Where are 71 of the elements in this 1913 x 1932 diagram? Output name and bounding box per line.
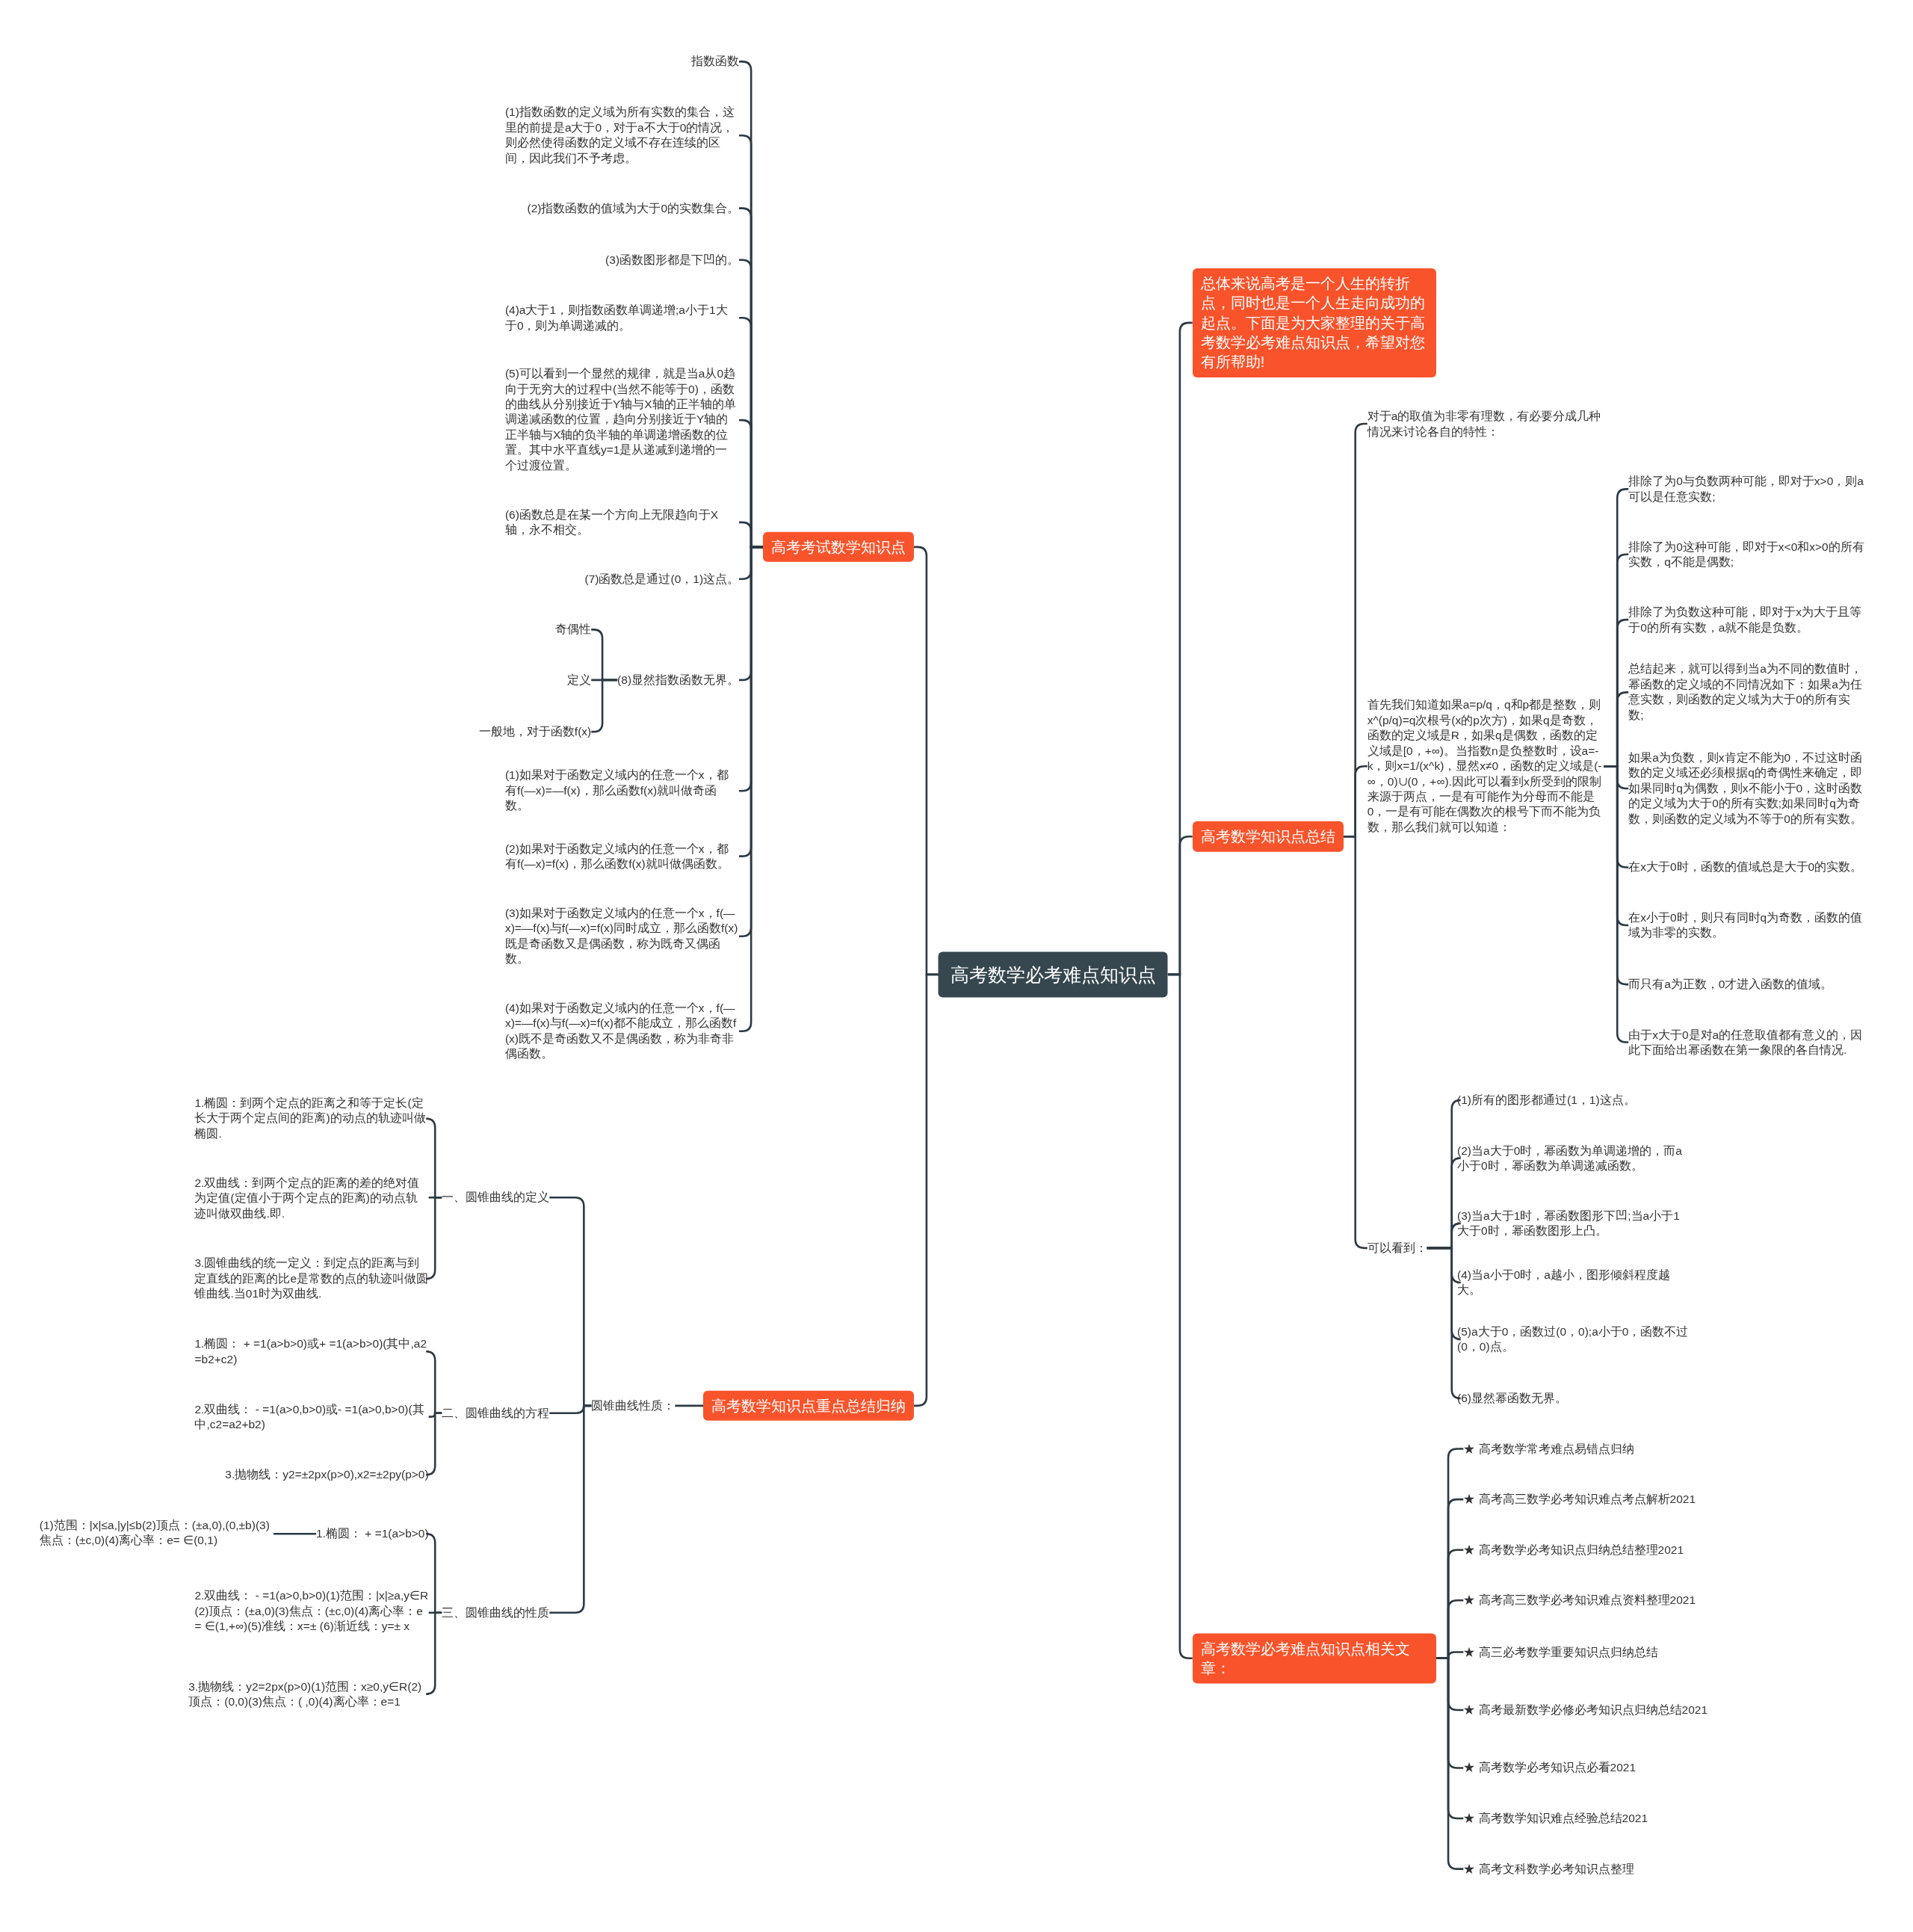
topic-text: 3.圆锥曲线的统一定义：到定点的距离与到定直线的距离的比e是常数的点的轨迹叫做圆锥曲线.当01时为双曲线. bbox=[194, 1256, 429, 1302]
topic-text: 首先我们知道如果a=p/q，q和p都是整数，则x^(p/q)=q次根号(x的p次方)，如果q是奇数，函数的定义域是R，如果q是偶数，函数的定义域是[0，+∞)。当指数n是负整数时，设a=-k，则x=1/(x^k)，显然x≠0，函数的定义域是(-∞，0)∪(0，+∞).因此可以看到x所受到的限制来源于两点，一是有可能作为分母而不能是0，一是有可能在偶数次的根号下而不能为负数，那么我们就可以知道： bbox=[1367, 697, 1604, 836]
topic-text: (3)当a大于1时，幂函数图形下凹;当a小于1大于0时，幂函数图形上凸。 bbox=[1457, 1208, 1692, 1239]
topic-text: (1)范围：|x|≤a,|y|≤b(2)顶点：(±a,0),(0,±b)(3)焦点：(±c,0)(4)离心率：e= ∈(0,1) bbox=[39, 1517, 273, 1549]
topic-text: 定义 bbox=[567, 672, 592, 688]
connector-line bbox=[1343, 835, 1367, 1250]
topic-text: (8)显然指数函数无界。 bbox=[617, 672, 740, 688]
topic-text: (1)所有的图形都通过(1，1)这点。 bbox=[1457, 1092, 1636, 1108]
topic-text: (1)如果对于函数定义域内的任意一个x，都有f(—x)=—f(x)，那么函数f(x)就叫做奇函数。 bbox=[504, 768, 740, 814]
connector-line bbox=[273, 1533, 317, 1535]
topic-text: ★ 高考数学必考知识点归纳总结整理2021 bbox=[1463, 1542, 1684, 1558]
topic-text: 可以看到： bbox=[1367, 1240, 1427, 1256]
topic-text: (4)a大于1，则指数函数单调递增;a小于1大于0，则为单调递减的。 bbox=[504, 302, 740, 333]
topic-text: ★ 高考最新数学必修必考知识点归纳总结2021 bbox=[1463, 1702, 1708, 1718]
branch-topic-box: 高考数学知识点重点总结归纳 bbox=[703, 1390, 915, 1422]
connector-line bbox=[424, 1611, 442, 1695]
connector-line bbox=[675, 1404, 704, 1407]
topic-text: 1.椭圆： + =1(a>b>0) bbox=[316, 1526, 429, 1542]
topic-text: (1)指数函数的定义域为所有实数的集合，这里的前提是a大于0，对于a不大于0的情况，则必然使得函数的定义域不存在连续的区间，因此我们不予考虑。 bbox=[504, 105, 740, 167]
topic-text: 排除了为0这种可能，即对于x<0和x>0的所有实数，q不能是偶数; bbox=[1628, 539, 1865, 570]
topic-text: ★ 高考数学知识难点经验总结2021 bbox=[1463, 1810, 1648, 1827]
topic-text: (6)函数总是在某一个方向上无限趋向于X轴，永不相交。 bbox=[504, 507, 740, 538]
topic-text: 二、圆锥曲线的方程 bbox=[442, 1405, 550, 1421]
topic-text: 2.双曲线：到两个定点的距离的差的绝对值为定值(定值小于两个定点的距离)的动点轨迹叫做双曲线.即. bbox=[194, 1176, 429, 1222]
topic-text: (3)函数图形都是下凹的。 bbox=[605, 252, 740, 268]
topic-text: (3)如果对于函数定义域内的任意一个x，f(—x)=—f(x)与f(—x)=f(x)同时成立，那么函数f(x)既是奇函数又是偶函数，称为既奇又偶函数。 bbox=[504, 905, 740, 967]
topic-text: 在x大于0时，函数的值域总是大于0的实数。 bbox=[1628, 859, 1863, 875]
topic-text: (5)a大于0，函数过(0，0);a小于0，函数不过(0，0)点。 bbox=[1457, 1324, 1692, 1355]
topic-text: 排除了为负数这种可能，即对于x为大于且等于0的所有实数，a就不能是负数。 bbox=[1628, 604, 1865, 635]
topic-text: 如果a为负数，则x肯定不能为0，不过这时函数的定义域还必须根据q的奇偶性来确定，即如果同时q为偶数，则x不能小于0，这时函数的定义域为大于0的所有实数;如果同时q为奇数，则函数的定义域为不等于0的所有实数。 bbox=[1628, 750, 1865, 827]
topic-text: 在x小于0时，则只有同时q为奇数，函数的值域为非零的实数。 bbox=[1628, 910, 1865, 941]
topic-text: 而只有a为正数，0才进入函数的值域。 bbox=[1628, 976, 1833, 993]
topic-text: 对于a的取值为非零有理数，有必要分成几种情况来讨论各自的特性： bbox=[1367, 408, 1604, 439]
topic-text: (2)如果对于函数定义域内的任意一个x，都有f(—x)=f(x)，那么函数f(x)就叫做偶函数。 bbox=[504, 841, 740, 872]
topic-text: (4)当a小于0时，a越小，图形倾斜程度越大。 bbox=[1457, 1267, 1692, 1298]
branch-topic-box: 高考数学知识点总结 bbox=[1192, 821, 1344, 852]
topic-text: 3.抛物线：y2=2px(p>0)(1)范围：x≥0,y∈R(2)顶点：(0,0)(3)焦点：( ,0)(4)离心率：e=1 bbox=[188, 1679, 429, 1710]
topic-text: 一、圆锥曲线的定义 bbox=[442, 1190, 550, 1206]
topic-text: ★ 高考数学必考知识点必看2021 bbox=[1463, 1760, 1637, 1776]
topic-text: 圆锥曲线性质： bbox=[591, 1398, 676, 1414]
topic-text: (7)函数总是通过(0，1)这点。 bbox=[584, 571, 740, 587]
connector-line bbox=[1604, 765, 1629, 1043]
topic-text: (5)可以看到一个显然的规律，就是当a从0趋向于无穷大的过程中(当然不能等于0)，函数的曲线从分别接近于Y轴与X轴的正半轴的单调递减函数的位置，趋向分别接近于Y轴的正半轴与X轴的负半轴的单调递增函数的位置。其中水平直线y=1是从递减到递增的一个过渡位置。 bbox=[504, 366, 740, 474]
topic-text: (4)如果对于函数定义域内的任意一个x，f(—x)=—f(x)与f(—x)=f(x)都不能成立，那么函数f(x)既不是奇函数又不是偶函数，称为非奇非偶函数。 bbox=[504, 1000, 740, 1062]
topic-text: 排除了为0与负数两种可能，即对于x>0，则a可以是任意实数; bbox=[1628, 473, 1865, 504]
topic-text: 3.抛物线：y2=±2px(p>0),x2=±2py(p>0) bbox=[225, 1466, 429, 1483]
connector-line bbox=[424, 1412, 442, 1476]
topic-text: ★ 高三必考数学重要知识点归纳总结 bbox=[1463, 1644, 1658, 1660]
topic-text: 1.椭圆： + =1(a>b>0)或+ =1(a>b>0)(其中,a2=b2+c2) bbox=[194, 1336, 429, 1367]
branch-topic-box: 高考考试数学知识点 bbox=[763, 531, 915, 563]
connector-line bbox=[549, 1404, 592, 1614]
topic-text: 奇偶性 bbox=[555, 622, 592, 638]
topic-text: 2.双曲线： - =1(a>0,b>0)(1)范围：|x|≥a,y∈R(2)顶点：(±a,0)(3)焦点：(±c,0)(4)离心率：e= ∈(1,+∞)(5)准线：x=± (6)渐近线：y=± x bbox=[194, 1588, 429, 1635]
central-topic-box: 高考数学必考难点知识点 bbox=[938, 951, 1168, 998]
topic-text: ★ 高考高三数学必考知识难点资料整理2021 bbox=[1463, 1593, 1696, 1608]
topic-text: 总结起来，就可以得到当a为不同的数值时，幂函数的定义域的不同情况如下：如果a为任意实数，则函数的定义域为大于0的所有实数; bbox=[1628, 661, 1865, 723]
branch-topic-box: 高考数学必考难点知识点相关文章： bbox=[1192, 1633, 1437, 1684]
topic-text: (2)当a大于0时，幂函数为单调递增的，而a小于0时，幂函数为单调递减函数。 bbox=[1457, 1143, 1692, 1173]
topic-text: (2)指数函数的值域为大于0的实数集合。 bbox=[527, 200, 740, 216]
topic-text: 由于x大于0是对a的任意取值都有意义的，因此下面给出幂函数在第一象限的各自情况. bbox=[1628, 1027, 1865, 1058]
topic-text: ★ 高考文科数学必考知识点整理 bbox=[1463, 1861, 1634, 1877]
topic-text: 1.椭圆：到两个定点的距离之和等于定长(定长大于两个定点间的距离)的动点的轨迹叫做椭圆. bbox=[194, 1096, 429, 1142]
branch-topic-box: 总体来说高考是一个人生的转折点，同时也是一个人生走向成功的起点。下面是为大家整理的关于高考数学必考难点知识点，希望对您有所帮助! bbox=[1192, 268, 1437, 377]
topic-text: 三、圆锥曲线的性质 bbox=[442, 1605, 550, 1620]
topic-text: 指数函数 bbox=[691, 54, 740, 70]
topic-text: 一般地，对于函数f(x) bbox=[478, 723, 592, 740]
topic-text: ★ 高考高三数学必考知识难点考点解析2021 bbox=[1463, 1491, 1696, 1507]
topic-text: (6)显然幂函数无界。 bbox=[1457, 1390, 1568, 1407]
topic-text: ★ 高考数学常考难点易错点归纳 bbox=[1463, 1441, 1634, 1457]
topic-text: 2.双曲线： - =1(a>0,b>0)或- =1(a>0,b>0)(其中,c2=a2+b2) bbox=[194, 1401, 429, 1433]
connector-line bbox=[1427, 1247, 1462, 1400]
